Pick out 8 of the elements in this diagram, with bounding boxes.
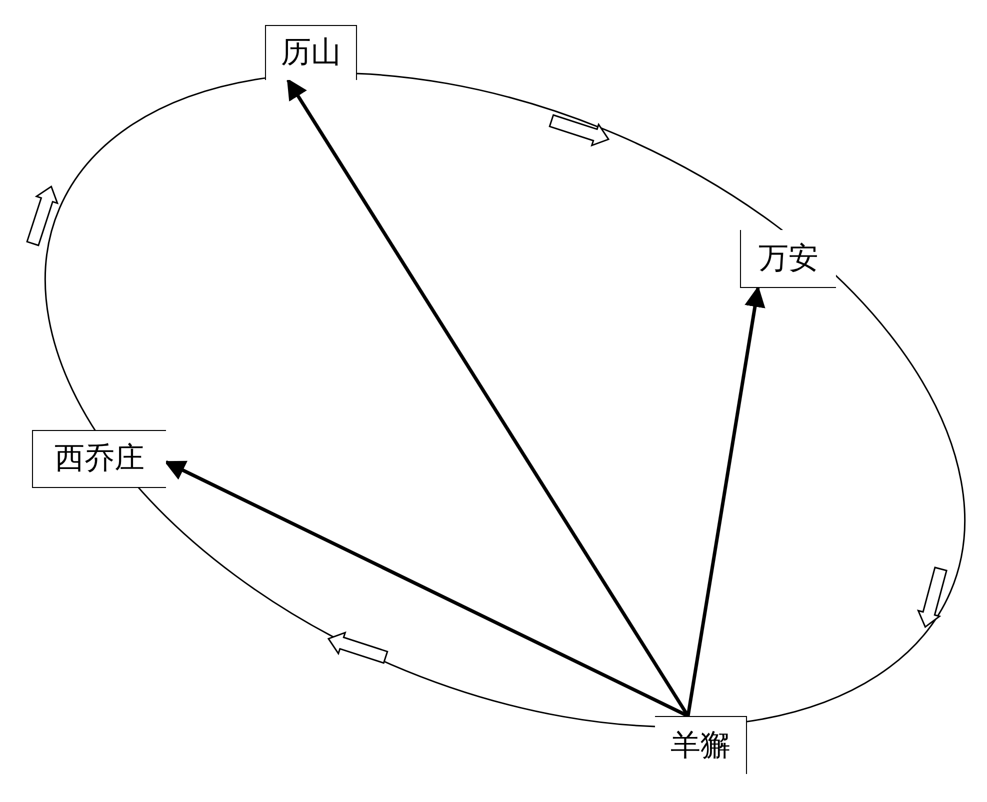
place-name: 羊獬: [670, 730, 730, 760]
label-box: [32, 430, 166, 488]
place-name: 西乔庄: [54, 444, 144, 474]
arrow: [164, 460, 689, 718]
place-name: 历山: [281, 38, 341, 68]
label-box: [265, 25, 357, 80]
place-name: 万安: [758, 244, 818, 274]
arrow: [686, 286, 766, 716]
